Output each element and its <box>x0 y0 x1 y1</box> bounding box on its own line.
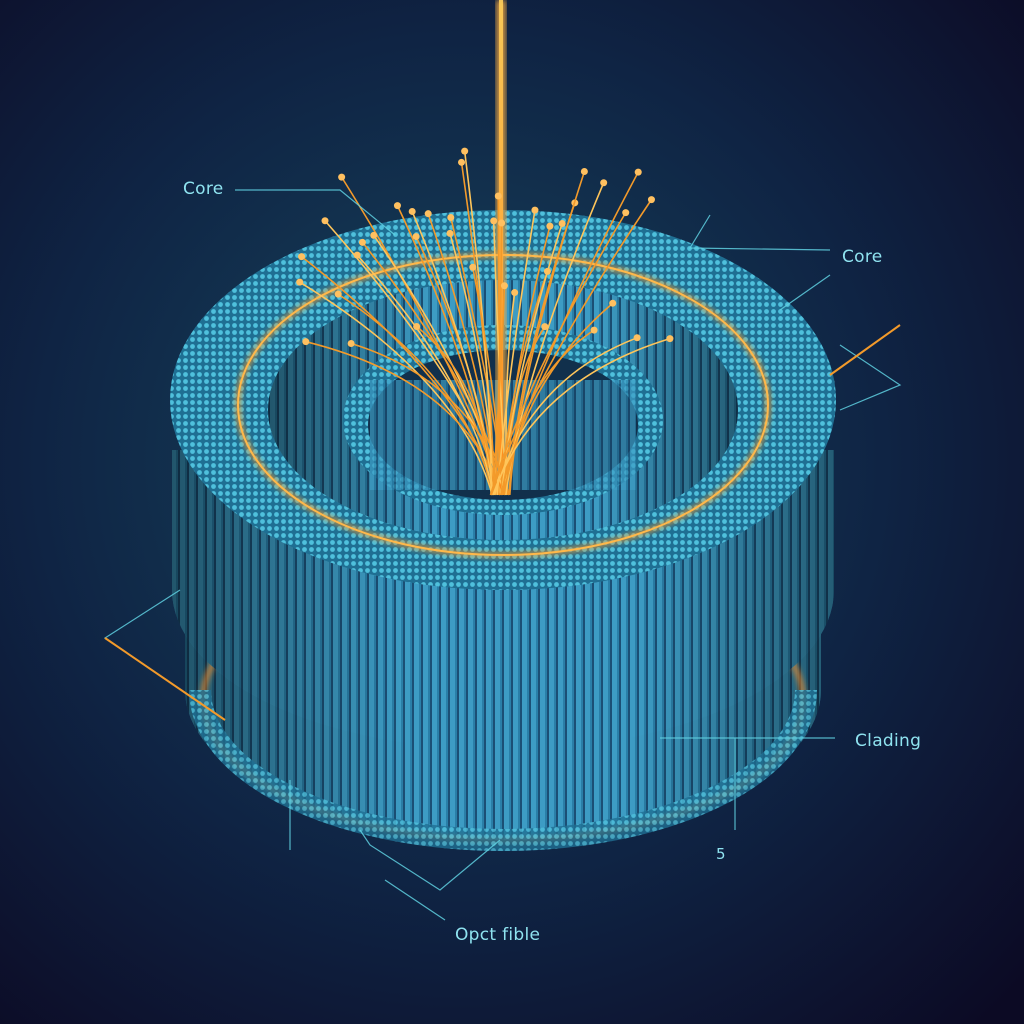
fiber-strands <box>296 147 674 496</box>
fiber-tip <box>546 222 554 230</box>
fiber-tip <box>634 168 642 176</box>
fiber-tip <box>531 206 539 214</box>
fiber-strand <box>492 337 671 496</box>
fiber-strand <box>499 171 639 496</box>
fiber-tip <box>296 278 304 286</box>
number-label: 5 <box>716 845 726 863</box>
fiber-tip <box>447 214 455 222</box>
fiber-tip <box>446 229 454 237</box>
fiber-tip <box>633 334 641 342</box>
fiber-strand <box>491 285 506 496</box>
fiber-tip <box>393 202 401 210</box>
fiber-tip <box>666 335 674 343</box>
fiber-strand <box>494 222 503 496</box>
fiber-tip <box>358 238 366 246</box>
fiber-tip <box>321 217 329 225</box>
core-label-left: Core <box>183 179 224 199</box>
fiber-strand <box>503 302 614 496</box>
fiber-tip <box>347 339 355 347</box>
fiber-tip <box>580 167 588 175</box>
fiber-tip <box>590 326 598 334</box>
fiber-strand <box>509 171 586 496</box>
fiber-strand <box>299 281 494 496</box>
fiber-tip <box>558 219 566 227</box>
optical-fiber-label: Opct fible <box>455 925 541 945</box>
fiber-tip <box>647 196 655 204</box>
fiber-strand <box>356 254 495 496</box>
fiber-tip <box>334 290 342 298</box>
fiber-tip <box>413 323 421 331</box>
fiber-tip <box>424 210 432 218</box>
fiber-tip <box>600 179 608 187</box>
cladding-label: Clading <box>855 731 922 751</box>
fiber-tip <box>370 231 378 239</box>
fiber-tip <box>490 217 498 225</box>
fiber-tip <box>622 209 630 217</box>
fiber-tip <box>498 219 506 227</box>
fiber-tip <box>469 263 477 271</box>
fiber-strand <box>463 151 492 496</box>
fiber-strand <box>337 293 494 496</box>
fiber-tip <box>461 147 469 155</box>
fiber-strand <box>411 211 494 496</box>
fiber-tip <box>353 251 361 259</box>
fiber-tip <box>609 299 617 307</box>
fiber-strand <box>489 212 627 496</box>
core-label-right: Core <box>842 247 883 267</box>
fiber-tip <box>500 282 508 290</box>
fiber-tip <box>458 158 466 166</box>
fiber-tip <box>302 338 310 346</box>
fiber-tip <box>412 233 420 241</box>
fiber-strand <box>489 199 653 496</box>
fiber-tip <box>408 207 416 215</box>
fiber-tip <box>298 253 306 261</box>
fiber-tip <box>541 323 549 331</box>
fiber-tip <box>494 192 502 200</box>
fiber-tip <box>338 173 346 181</box>
fiber-tip <box>511 289 519 297</box>
